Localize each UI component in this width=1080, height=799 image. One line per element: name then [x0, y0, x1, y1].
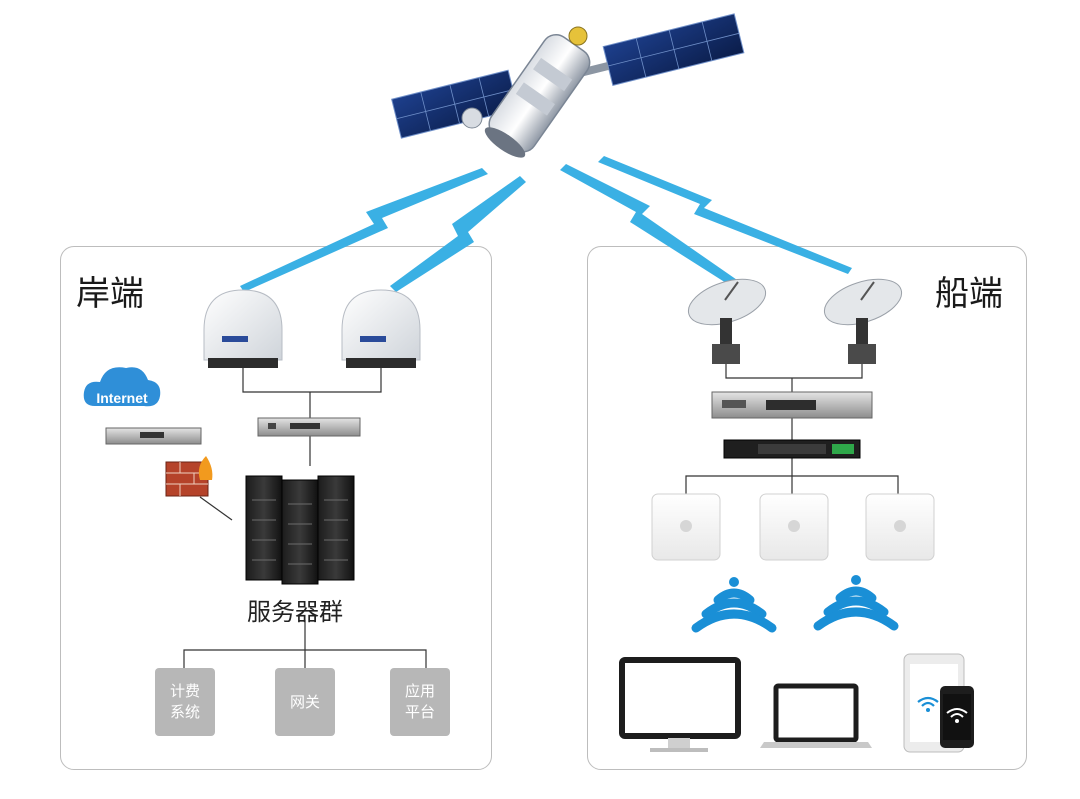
service-label: 计费系统 — [169, 682, 200, 721]
cloud-icon — [83, 367, 161, 407]
ship-links — [685, 364, 899, 494]
service-box-gateway: 网关 — [275, 668, 335, 736]
satellite-dish-icon — [687, 278, 767, 364]
service-box-billing: 计费系统 — [155, 668, 215, 736]
wifi-signal-icon — [813, 575, 899, 631]
signal-bolts — [240, 156, 852, 292]
wifi-signal-icon — [691, 577, 777, 633]
gateway-router-icon — [105, 427, 202, 445]
network-switch-icon — [723, 439, 861, 459]
wireless-ap-icon — [759, 493, 829, 561]
phone-icon — [940, 686, 974, 748]
gateway-device-icon — [711, 391, 873, 419]
server-rack-icon — [245, 475, 355, 585]
radome-antenna-icon — [203, 289, 283, 368]
ship-title: 船端 — [935, 274, 1003, 314]
radome-antenna-icon — [341, 289, 421, 368]
laptop-icon — [760, 683, 872, 748]
internet-label: Internet — [96, 390, 148, 406]
server-group-label: 服务器群 — [247, 598, 343, 626]
wireless-ap-icon — [865, 493, 935, 561]
satellite-dish-icon — [823, 278, 903, 364]
satellite-icon — [391, 13, 745, 158]
wireless-ap-icon — [651, 493, 721, 561]
service-label: 应用平台 — [404, 682, 435, 721]
router-icon — [257, 417, 361, 437]
monitor-icon — [619, 657, 741, 752]
shore-links — [183, 368, 427, 668]
shore-title: 岸端 — [76, 274, 144, 314]
service-label: 网关 — [289, 692, 320, 711]
firewall-icon — [165, 456, 213, 497]
service-box-app-platform: 应用平台 — [390, 668, 450, 736]
